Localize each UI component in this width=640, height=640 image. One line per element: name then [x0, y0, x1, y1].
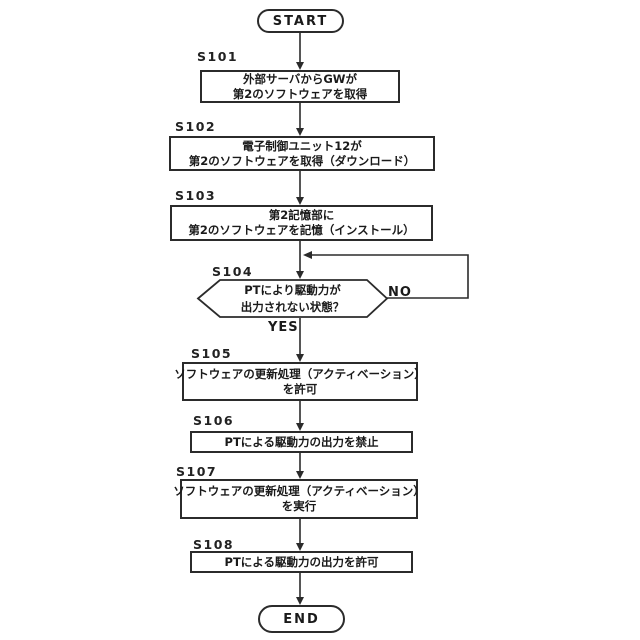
- process-box-s107: ソフトウェアの更新処理（アクティベーション） を実行: [173, 479, 425, 519]
- box-text-line: 電子制御ユニット12が: [242, 138, 362, 153]
- process-box-s103: 第2記憶部に 第2のソフトウェアを記憶（インストール）: [170, 205, 433, 241]
- step-label-s104: S104: [212, 264, 254, 279]
- box-text-line: ソフトウェアの更新処理（アクティベーション）: [173, 484, 425, 498]
- process-box-s102: 電子制御ユニット12が 第2のソフトウェアを取得（ダウンロード）: [169, 136, 435, 171]
- step-label-s108: S108: [193, 537, 235, 552]
- branch-label-no: NO: [388, 285, 412, 300]
- box-text-line: 出力されない状態？: [240, 299, 345, 314]
- decision-outline-s104: [196, 279, 389, 318]
- arrowhead-into-end: [296, 597, 304, 605]
- start-terminal: START: [257, 9, 344, 33]
- step-label-s106: S106: [193, 413, 235, 428]
- end-terminal: END: [258, 605, 345, 633]
- arrowhead-into-s105: [296, 354, 304, 362]
- process-box-s105: ソフトウェアの更新処理（アクティベーション） を許可: [174, 362, 426, 401]
- arrowhead-into-s107: [296, 471, 304, 479]
- box-text-line: PTにより駆動力が: [244, 282, 341, 297]
- decision-text-s104: PTにより駆動力が 出力されない状態？: [205, 280, 380, 317]
- end-label: END: [283, 611, 320, 627]
- arrowhead-into-s102: [296, 128, 304, 136]
- step-label-s101: S101: [197, 49, 239, 64]
- box-text-line: 外部サーバからGWが: [242, 71, 357, 86]
- branch-label-yes: YES: [268, 320, 299, 335]
- connector-no-loop: [312, 254, 469, 299]
- step-label-s102: S102: [175, 119, 217, 134]
- process-box-s106: PTによる駆動力の出力を禁止: [190, 431, 413, 453]
- step-label-s105: S105: [191, 346, 233, 361]
- start-label: START: [272, 13, 329, 29]
- box-text-line: を実行: [281, 499, 317, 513]
- box-text-line: ソフトウェアの更新処理（アクティベーション）: [174, 366, 426, 381]
- box-text-line: 第2のソフトウェアを記憶（インストール）: [188, 223, 415, 237]
- box-text-line: 第2のソフトウェアを取得（ダウンロード）: [188, 153, 416, 168]
- box-text-line: PTによる駆動力の出力を禁止: [224, 434, 379, 449]
- arrowhead-into-s104: [296, 271, 304, 279]
- arrowhead-into-s101: [296, 62, 304, 70]
- arrowhead-no-loop: [303, 251, 312, 259]
- step-label-s107: S107: [176, 464, 218, 479]
- box-text-line: PTによる駆動力の出力を許可: [224, 554, 379, 569]
- arrowhead-into-s108: [296, 543, 304, 551]
- step-label-s103: S103: [175, 188, 217, 203]
- box-text-line: 第2記憶部に: [268, 208, 335, 222]
- box-text-line: 第2のソフトウェアを取得: [232, 86, 368, 101]
- process-box-s101: 外部サーバからGWが 第2のソフトウェアを取得: [200, 70, 400, 103]
- arrowhead-into-s106: [296, 423, 304, 431]
- box-text-line: を許可: [282, 381, 318, 396]
- arrowhead-into-s103: [296, 197, 304, 205]
- process-box-s108: PTによる駆動力の出力を許可: [190, 551, 413, 573]
